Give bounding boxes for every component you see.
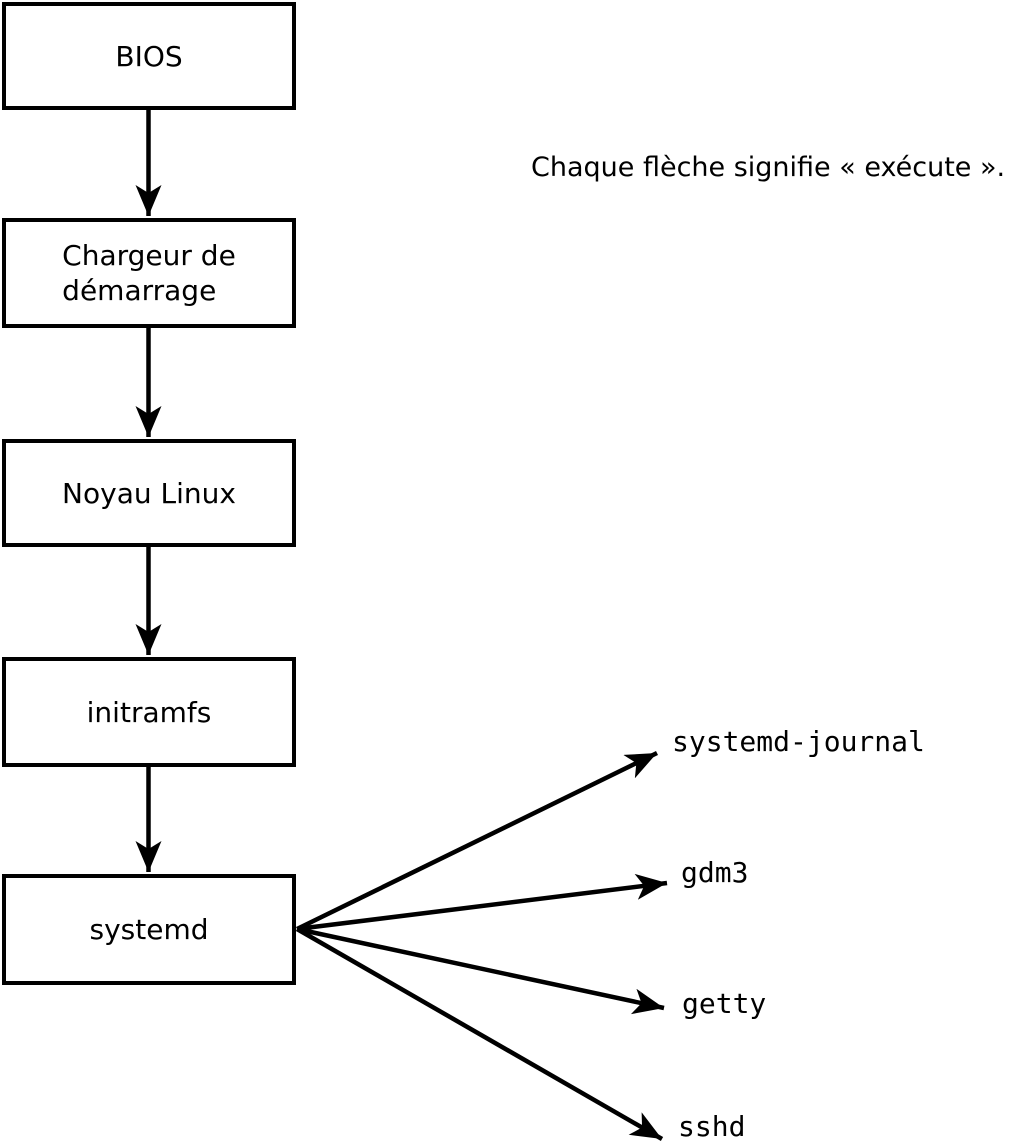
flow-box-linux-kernel-label: Noyau Linux — [62, 476, 236, 510]
flow-box-bios-label: BIOS — [115, 39, 183, 73]
flow-box-initramfs: initramfs — [2, 657, 296, 767]
service-label-systemd-journal: systemd-journal — [672, 725, 925, 758]
flow-box-linux-kernel: Noyau Linux — [2, 439, 296, 547]
arrow-systemd-to-sshd — [295, 927, 664, 1141]
service-label-gdm3: gdm3 — [681, 856, 749, 889]
flow-box-systemd-label: systemd — [89, 913, 209, 946]
service-label-getty: getty — [682, 987, 767, 1020]
flow-box-initramfs-label: initramfs — [86, 695, 212, 729]
arrow-systemd-to-gdm3 — [296, 873, 668, 932]
flow-box-bootloader-label: Chargeur de démarrage — [62, 239, 236, 307]
flow-box-systemd: systemd — [2, 874, 296, 985]
arrow-meaning-annotation: Chaque flèche signifie « exécute ». — [531, 152, 1006, 183]
arrow-systemd-to-systemd-journal — [296, 750, 658, 932]
flow-box-bootloader: Chargeur de démarrage — [2, 218, 296, 328]
arrow-systemd-to-getty — [296, 926, 665, 1015]
flow-box-bios: BIOS — [2, 2, 296, 110]
service-label-sshd: sshd — [678, 1110, 746, 1143]
